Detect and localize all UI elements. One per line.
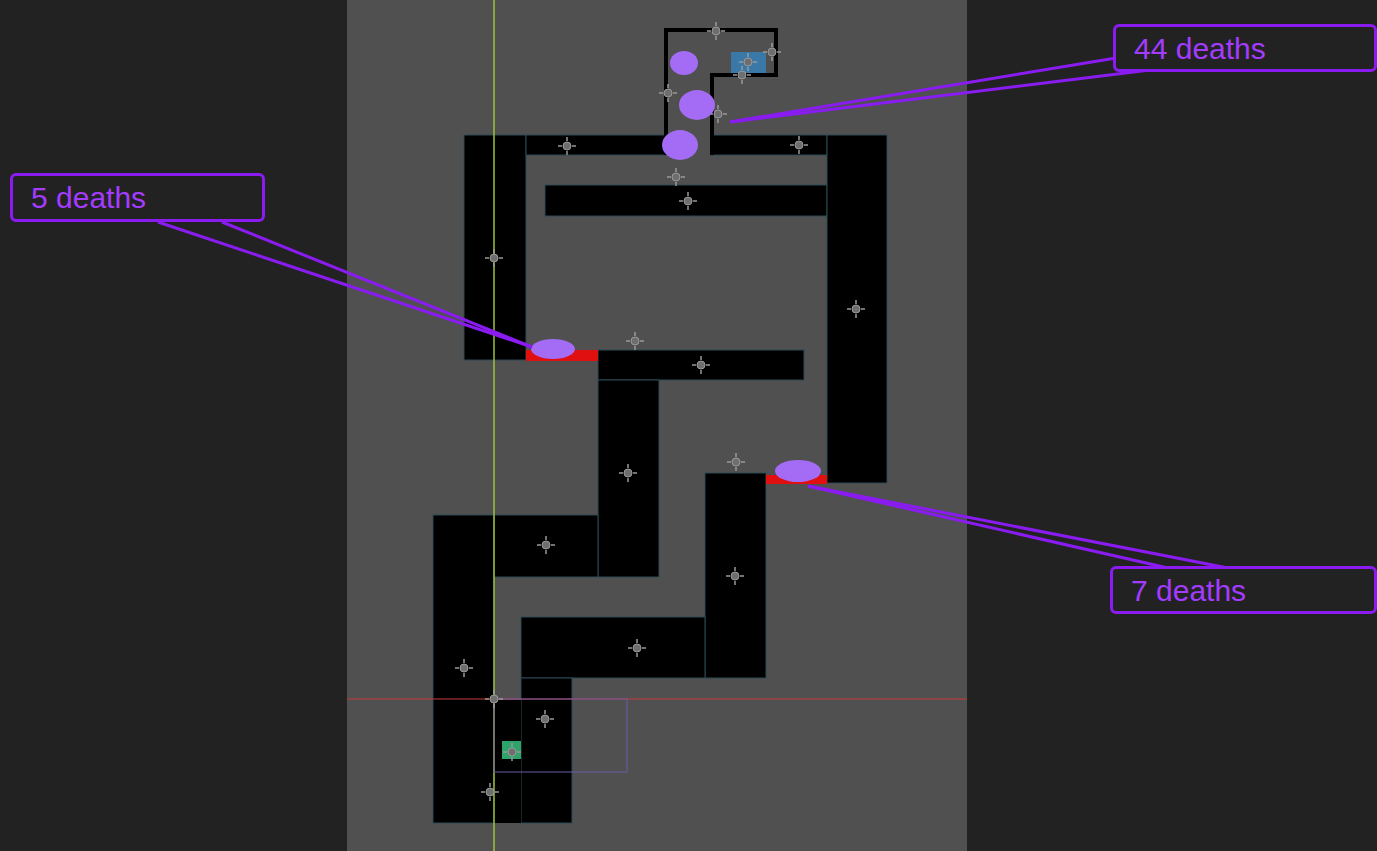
leader-line bbox=[158, 58, 1228, 568]
camera-frame bbox=[494, 699, 627, 772]
axis-line bbox=[347, 699, 967, 700]
callout-label: 44 deaths bbox=[1116, 32, 1284, 65]
callout-label: 7 deaths bbox=[1113, 574, 1264, 607]
callout-label: 5 deaths bbox=[13, 181, 164, 214]
callout-box: 5 deaths bbox=[10, 173, 265, 222]
callout-box: 44 deaths bbox=[1113, 24, 1377, 72]
level-walls bbox=[433, 135, 887, 823]
spawn-markers bbox=[455, 22, 865, 801]
editor-canvas bbox=[347, 0, 967, 851]
callout-box: 7 deaths bbox=[1110, 566, 1377, 614]
goal-block bbox=[731, 52, 766, 73]
